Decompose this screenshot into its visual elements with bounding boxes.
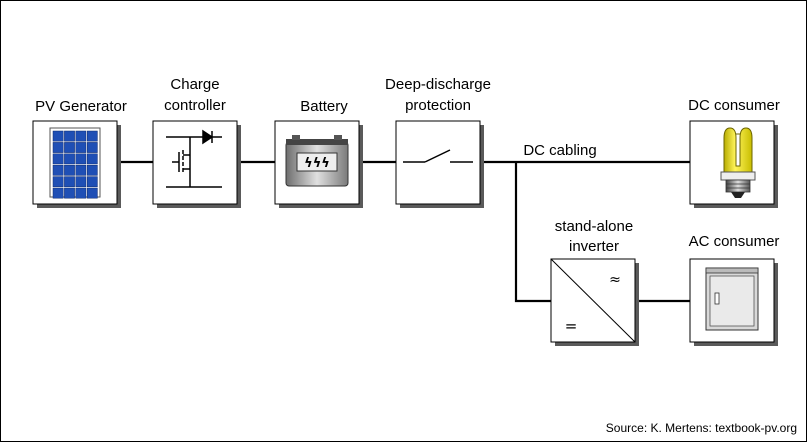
source-credit: Source: K. Mertens: textbook-pv.org xyxy=(606,421,797,435)
label-charge-controller-line2: controller xyxy=(164,97,226,114)
solar-cell xyxy=(75,153,87,165)
dc-symbol: = xyxy=(565,317,578,335)
solar-cell xyxy=(52,142,64,153)
ac-consumer-box xyxy=(689,258,778,346)
label-pv-generator: PV Generator xyxy=(35,98,127,115)
connection-lines xyxy=(117,160,690,303)
solar-cell xyxy=(52,164,64,176)
svg-text:ϟϟϟ: ϟϟϟ xyxy=(304,156,330,171)
solar-cell xyxy=(75,164,87,176)
ac-symbol: ≈ xyxy=(609,272,621,288)
solar-cell xyxy=(64,187,75,199)
battery-icon: ϟϟϟ xyxy=(285,135,349,187)
solar-cell xyxy=(64,176,75,188)
inverter-box: ≈ = xyxy=(550,258,639,346)
label-battery: Battery xyxy=(300,98,348,115)
solar-cell xyxy=(86,176,98,188)
cabinet-icon xyxy=(705,267,759,331)
label-charge-controller-line1: Charge xyxy=(170,76,219,93)
solar-cell xyxy=(75,176,87,188)
solar-cell xyxy=(64,153,75,165)
solar-cell xyxy=(86,164,98,176)
solar-cell xyxy=(64,130,75,142)
switch-icon xyxy=(403,149,473,163)
solar-cell xyxy=(52,176,64,188)
charge-controller-box xyxy=(152,120,241,208)
solar-cell xyxy=(86,130,98,142)
solar-cell xyxy=(64,142,75,153)
battery-box: ϟϟϟ xyxy=(274,120,363,208)
label-dc-cabling: DC cabling xyxy=(523,142,596,159)
label-deep-discharge-line1: Deep-discharge xyxy=(385,76,491,93)
charge-controller-icon xyxy=(166,129,222,188)
line-inverter-branch xyxy=(514,162,551,303)
solar-cell xyxy=(75,187,87,199)
solar-cell xyxy=(86,153,98,165)
solar-cell xyxy=(52,153,64,165)
dc-consumer-box xyxy=(689,120,778,208)
label-ac-consumer: AC consumer xyxy=(689,233,780,250)
solar-panel-icon xyxy=(49,127,101,199)
lamp-icon xyxy=(720,127,756,198)
solar-cell xyxy=(75,130,87,142)
label-deep-discharge-line2: protection xyxy=(405,97,471,114)
solar-cell xyxy=(86,187,98,199)
label-inverter-line2: inverter xyxy=(569,238,619,255)
deep-discharge-protection-box xyxy=(395,120,484,208)
label-dc-consumer: DC consumer xyxy=(688,97,780,114)
solar-cell xyxy=(75,142,87,153)
pv-generator-box xyxy=(32,120,121,208)
solar-cell xyxy=(52,187,64,199)
solar-cell xyxy=(86,142,98,153)
solar-cell xyxy=(52,130,64,142)
inverter-icon: ≈ = xyxy=(550,258,636,343)
label-inverter-line1: stand-alone xyxy=(555,218,633,235)
solar-cell xyxy=(64,164,75,176)
